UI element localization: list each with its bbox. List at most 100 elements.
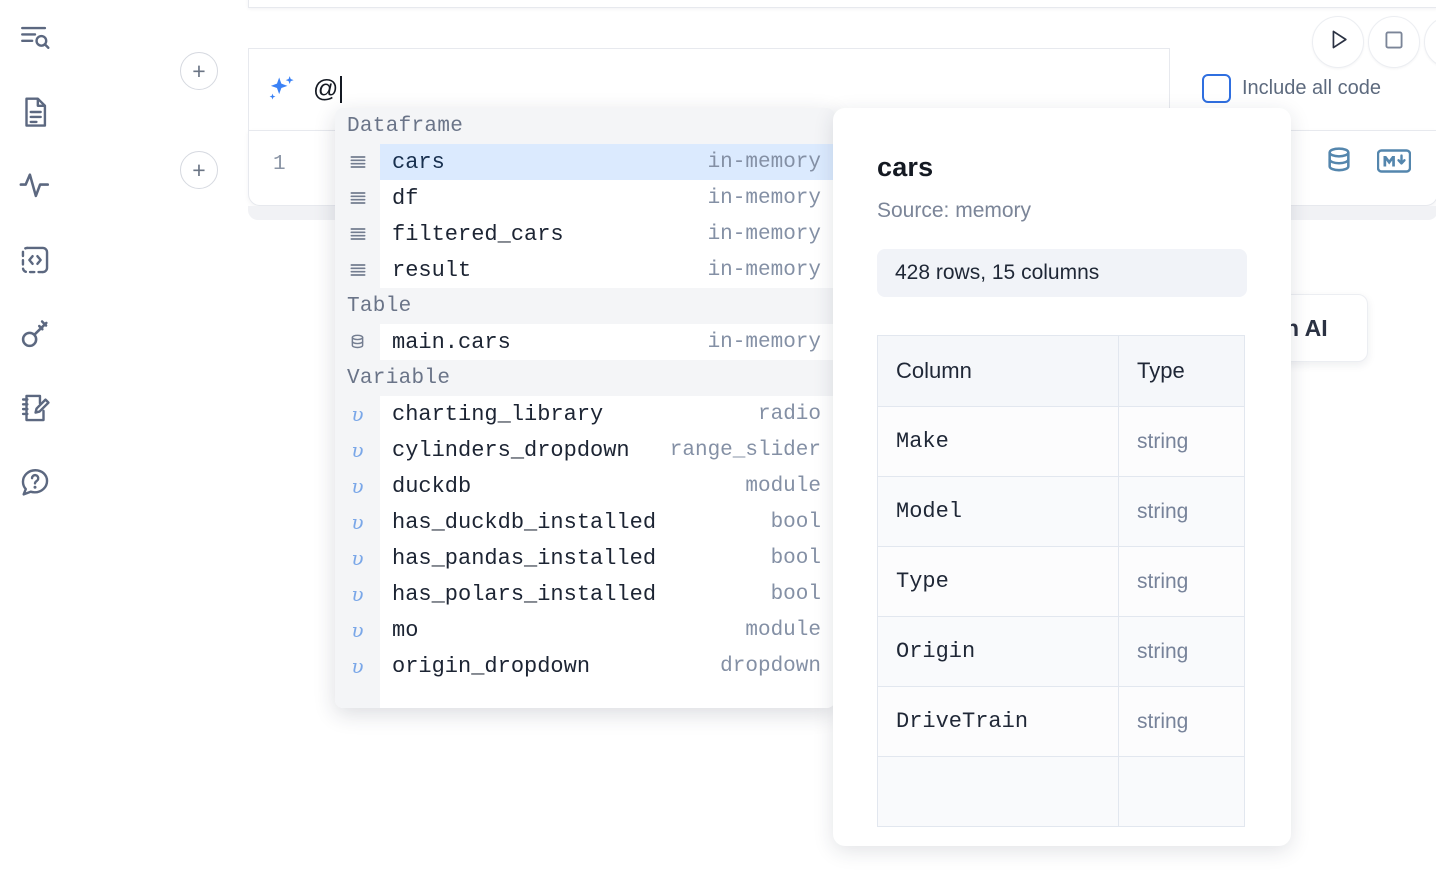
autocomplete-item-name: mo — [392, 617, 419, 643]
sidebar-item-outline[interactable] — [15, 18, 55, 58]
autocomplete-item[interactable]: υ has_pandas_installed bool — [335, 540, 835, 576]
variable-icon: υ — [335, 432, 380, 468]
sidebar-item-snippets[interactable] — [15, 240, 55, 280]
autocomplete-item[interactable]: result in-memory — [335, 252, 835, 288]
autocomplete-item-name: df — [392, 185, 419, 211]
autocomplete-item[interactable]: main.cars in-memory — [335, 324, 835, 360]
cell-toolbar — [1323, 145, 1411, 177]
help-chat-icon — [18, 465, 52, 499]
ai-prompt-value: @ — [313, 75, 339, 103]
outline-search-icon — [18, 21, 52, 55]
preview-column-name: Origin — [877, 616, 1119, 687]
autocomplete-item-type: radio — [757, 402, 821, 426]
preview-column-type: string — [1118, 406, 1245, 477]
sidebar-item-notebook[interactable] — [15, 92, 55, 132]
autocomplete-item-name: result — [392, 257, 472, 283]
preview-column-type: string — [1118, 476, 1245, 547]
stop-button[interactable] — [1368, 16, 1420, 68]
column-header-column: Column — [877, 335, 1119, 407]
autocomplete-item[interactable]: filtered_cars in-memory — [335, 216, 835, 252]
variable-icon: υ — [335, 576, 380, 612]
autocomplete-item-name: filtered_cars — [392, 221, 564, 247]
autocomplete-item-type: module — [745, 474, 821, 498]
sparkle-ai-icon — [265, 73, 299, 107]
variable-icon: υ — [335, 540, 380, 576]
autocomplete-item-type: in-memory — [707, 330, 821, 354]
autocomplete-section-header: Table — [335, 288, 835, 324]
autocomplete-item[interactable]: df in-memory — [335, 180, 835, 216]
markdown-down-icon[interactable] — [1377, 148, 1411, 174]
run-button[interactable] — [1312, 16, 1364, 68]
variable-icon: υ — [335, 396, 380, 432]
autocomplete-item-type: in-memory — [707, 150, 821, 174]
stop-square-icon — [1381, 27, 1407, 58]
document-icon — [18, 95, 52, 129]
autocomplete-item-name: has_polars_installed — [392, 581, 657, 607]
database-icon[interactable] — [1323, 145, 1355, 177]
autocomplete-item-type: bool — [770, 510, 821, 534]
ai-prompt-input[interactable]: @ — [313, 75, 342, 104]
preview-column-name: Type — [877, 546, 1119, 617]
autocomplete-item-type: in-memory — [707, 258, 821, 282]
include-all-code-checkbox[interactable] — [1202, 74, 1231, 103]
autocomplete-section-header: Dataframe — [335, 108, 835, 144]
autocomplete-item-name: has_pandas_installed — [392, 545, 657, 571]
autocomplete-item-type: range_slider — [669, 438, 821, 462]
preview-column-name: Model — [877, 476, 1119, 547]
variable-icon: υ — [335, 468, 380, 504]
variable-icon: υ — [335, 648, 380, 684]
key-icon — [18, 317, 52, 351]
play-icon — [1325, 26, 1352, 58]
line-number: 1 — [273, 153, 286, 176]
dataframe-preview-panel: cars Source: memory 428 rows, 15 columns… — [833, 108, 1291, 846]
table-row-clipped — [877, 756, 1245, 827]
column-header-type: Type — [1118, 335, 1245, 407]
sidebar-item-secrets[interactable] — [15, 314, 55, 354]
preview-shape-badge: 428 rows, 15 columns — [877, 249, 1247, 297]
include-all-code-row[interactable]: Include all code — [1202, 74, 1381, 103]
sidebar-item-scratchpad[interactable] — [15, 388, 55, 428]
dataframe-rows-icon — [335, 216, 380, 252]
autocomplete-item-name: cars — [392, 149, 445, 175]
autocomplete-item-name: has_duckdb_installed — [392, 509, 657, 535]
more-actions-button[interactable] — [1424, 16, 1436, 68]
preview-column-type: string — [1118, 546, 1245, 617]
autocomplete-item-type: in-memory — [707, 222, 821, 246]
sidebar-item-activity[interactable] — [15, 166, 55, 206]
preview-column-type-clipped — [1118, 756, 1245, 827]
table-header-row: Column Type — [877, 335, 1245, 407]
preview-column-name-clipped — [877, 756, 1119, 827]
preview-source: Source: memory — [877, 199, 1032, 222]
autocomplete-section-header: Variable — [335, 360, 835, 396]
database-icon — [335, 324, 380, 360]
include-all-code-label: Include all code — [1242, 77, 1381, 99]
autocomplete-item-name: main.cars — [392, 329, 511, 355]
add-cell-above-button[interactable]: + — [180, 52, 218, 90]
autocomplete-item-type: in-memory — [707, 186, 821, 210]
text-cursor — [339, 76, 342, 103]
sidebar-item-help[interactable] — [15, 462, 55, 502]
dataframe-rows-icon — [335, 144, 380, 180]
autocomplete-item-type: module — [745, 618, 821, 642]
autocomplete-item[interactable]: cars in-memory — [335, 144, 835, 180]
add-cell-below-button[interactable]: + — [180, 151, 218, 189]
preview-column-type: string — [1118, 616, 1245, 687]
preview-title: cars — [877, 152, 934, 182]
variable-icon: υ — [335, 612, 380, 648]
activity-pulse-icon — [18, 169, 52, 203]
autocomplete-item-type: bool — [770, 546, 821, 570]
